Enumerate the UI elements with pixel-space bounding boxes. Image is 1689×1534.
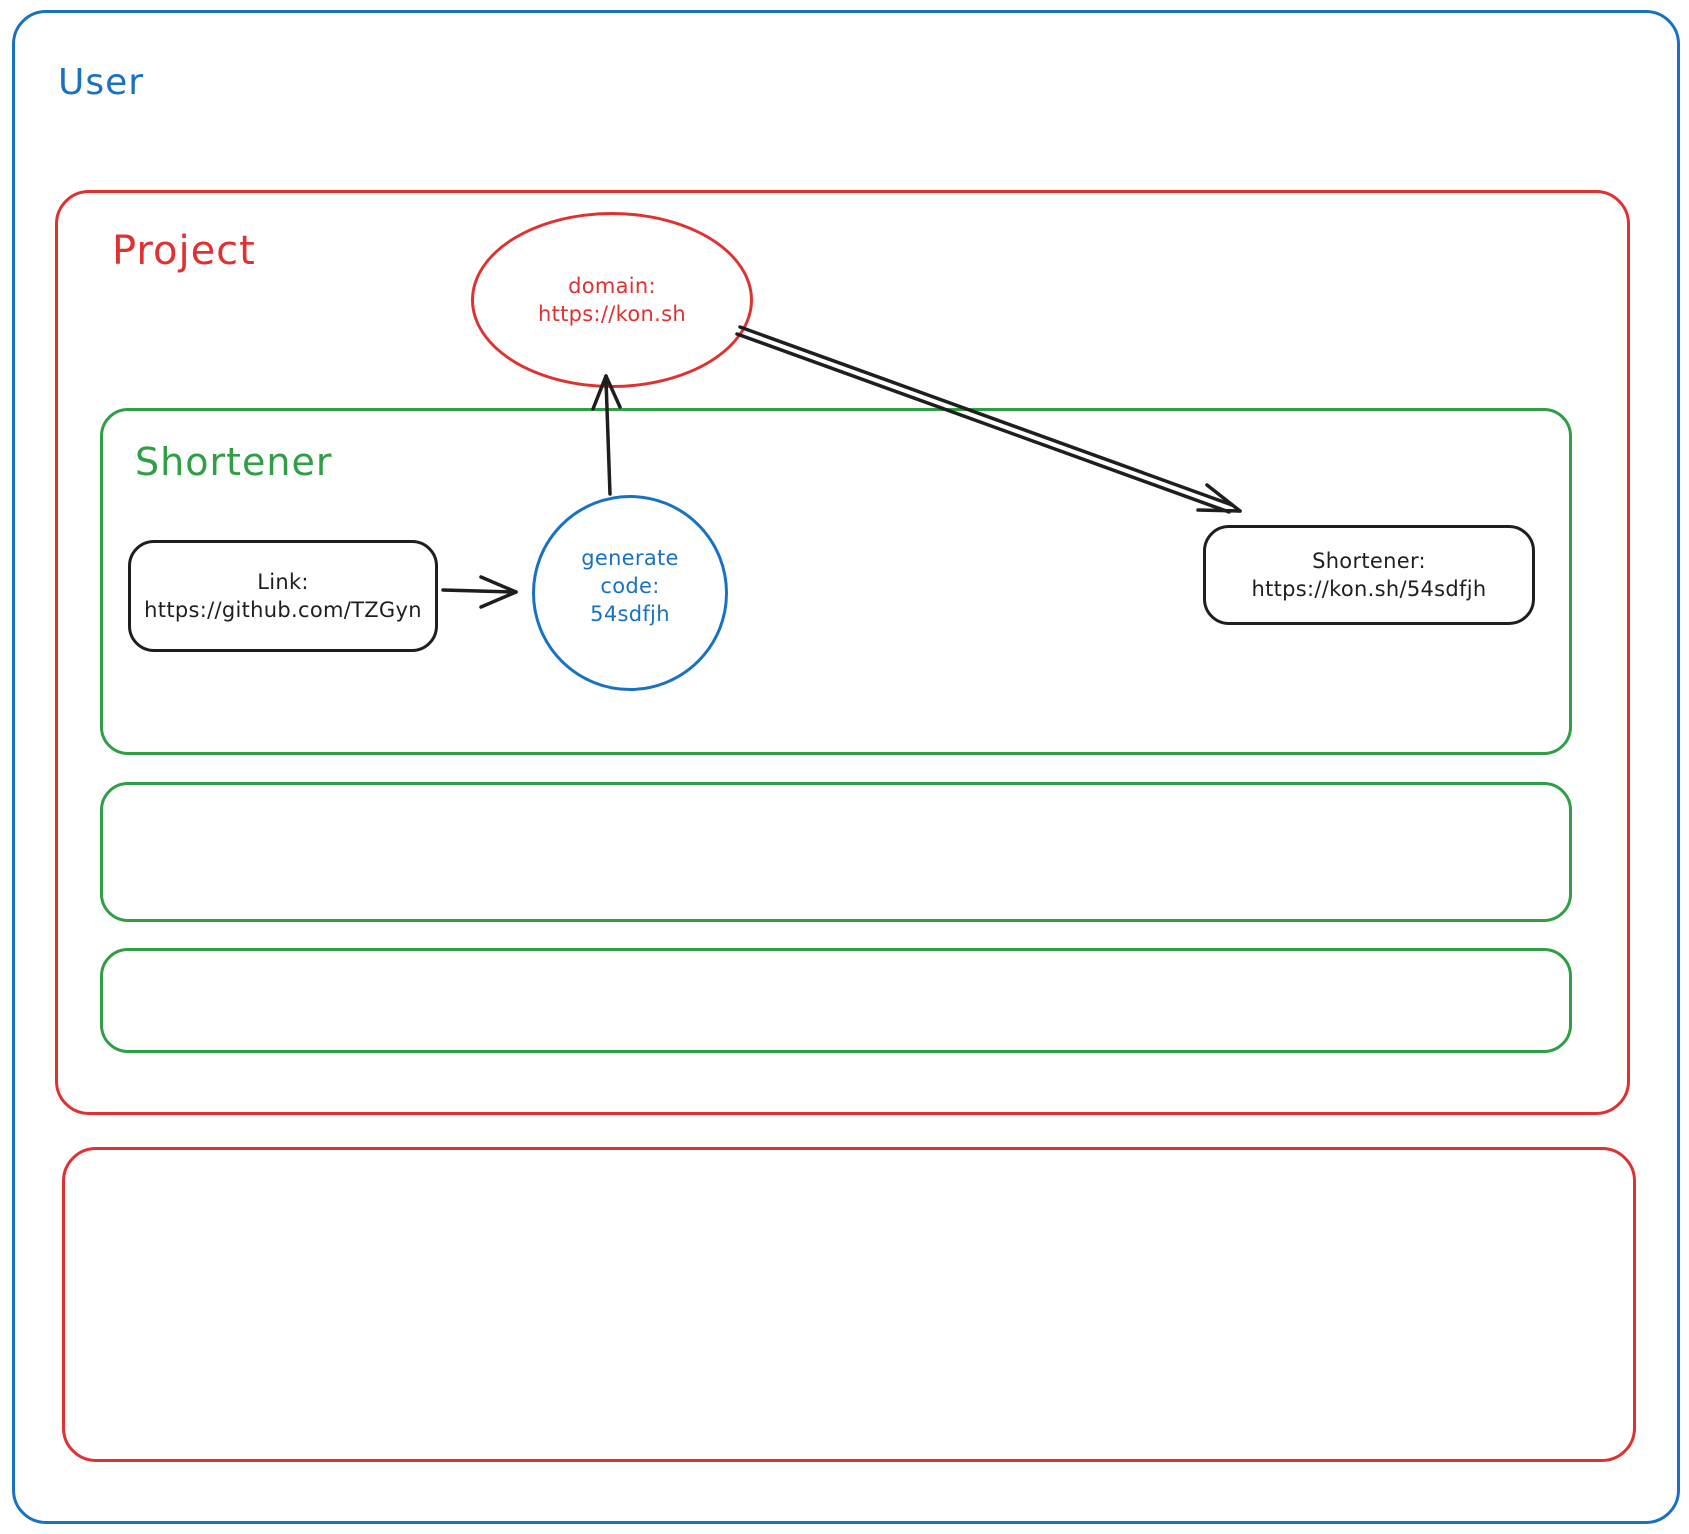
user-container-box [12,10,1680,1524]
result-node-text: Shortener: https://kon.sh/54sdfjh [1203,525,1535,625]
shortener-label: Shortener [135,440,333,484]
result-title: Shortener: [1312,549,1426,573]
project-empty-row-2 [100,948,1572,1053]
generate-line-2: code: [600,574,660,598]
result-url: https://kon.sh/54sdfjh [1251,577,1487,601]
user-label: User [58,62,145,103]
domain-ellipse-text: domain: https://kon.sh [471,212,753,388]
domain-title: domain: [568,274,656,298]
domain-url: https://kon.sh [538,302,686,326]
link-node-text: Link: https://github.com/TZGyn [128,540,438,652]
generate-code-circle [532,495,728,691]
project-empty-row-1 [100,782,1572,922]
generate-line-1: generate [581,546,679,570]
result-node-box [1203,525,1535,625]
generate-code-text: generate code: 54sdfjh [532,488,728,684]
user-empty-row [62,1147,1636,1462]
project-label: Project [112,228,256,274]
link-node-box [128,540,438,652]
generate-line-3: 54sdfjh [590,602,670,626]
link-url: https://github.com/TZGyn [144,598,422,622]
project-container-box [55,190,1630,1115]
link-title: Link: [257,570,309,594]
